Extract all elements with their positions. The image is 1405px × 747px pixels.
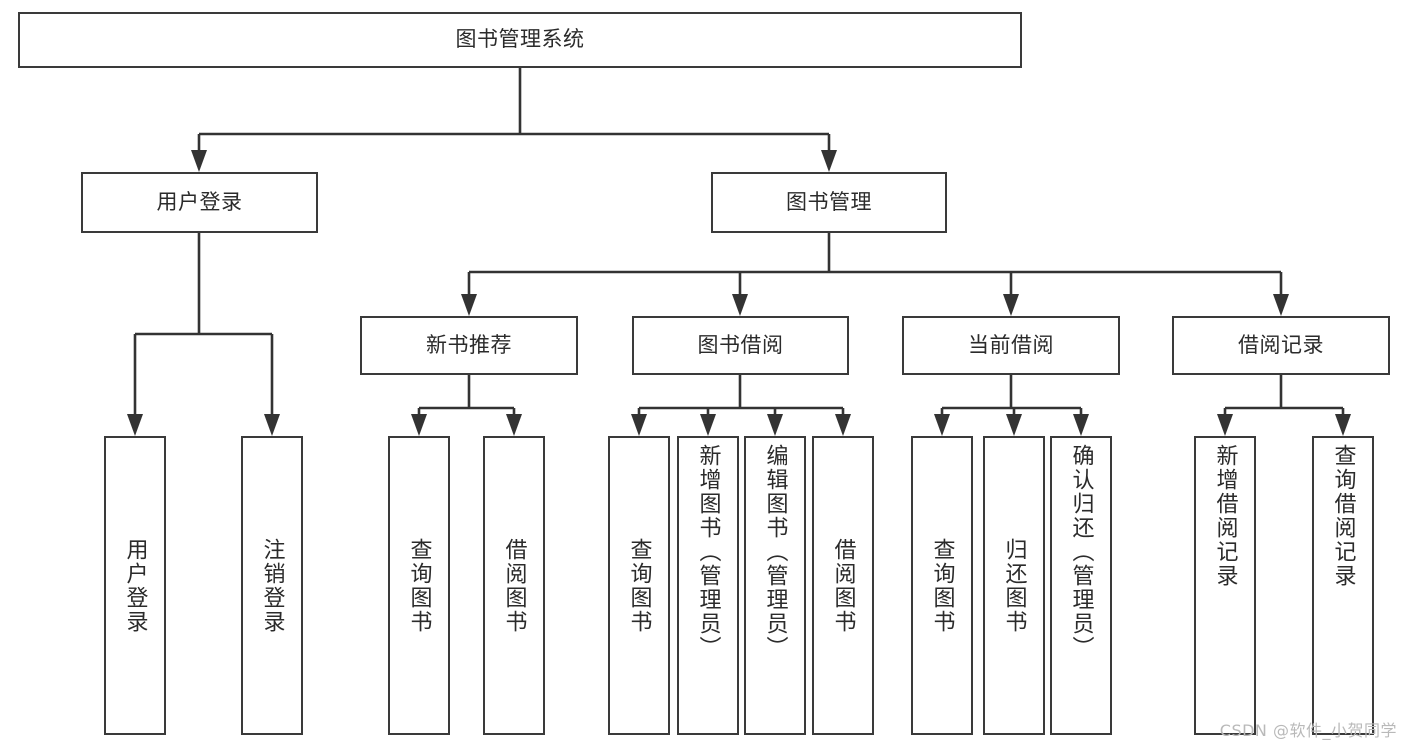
node-leaf-borrow-query[interactable]: 查询图书 [608,436,670,735]
connector-c-cur-a [934,408,950,436]
node-leaf-borrow-edit[interactable]: 编辑图书（管理员） [744,436,806,735]
connector-c-rec-a [411,408,427,436]
node-leaf-current-confirm[interactable]: 确认归还（管理员） [1050,436,1112,735]
node-label-leaf-record-add: 新增借阅记录 [1212,444,1238,588]
node-label-leaf-current-query: 查询图书 [929,537,955,634]
connector-c-cur-b [1006,408,1022,436]
node-label-current-borrow: 当前借阅 [968,332,1054,357]
connector-c-mgmt-a [461,272,477,316]
node-root[interactable]: 图书管理系统 [18,12,1022,68]
connector-c-mgmt-c [1003,272,1019,316]
connector-c-rcd-b [1335,408,1351,436]
node-label-leaf-current-confirm: 确认归还（管理员） [1068,444,1094,660]
connector-c-user-a [127,334,143,436]
node-label-user-login: 用户登录 [156,189,243,214]
node-leaf-user-logout[interactable]: 注销登录 [241,436,303,735]
connector-c-bor-d [835,408,851,436]
node-book-manage[interactable]: 图书管理 [711,172,947,233]
node-label-leaf-current-return: 归还图书 [1001,537,1027,634]
node-leaf-record-query[interactable]: 查询借阅记录 [1312,436,1374,735]
node-label-leaf-borrow-query: 查询图书 [626,537,652,634]
connector-c-rcd-a [1217,408,1233,436]
node-current-borrow[interactable]: 当前借阅 [902,316,1120,375]
node-label-leaf-recommend-borrow: 借阅图书 [501,537,527,634]
node-leaf-borrow-lend[interactable]: 借阅图书 [812,436,874,735]
node-label-new-book-recommend: 新书推荐 [426,332,512,357]
connector-c-bor-a [631,408,647,436]
connector-c-cur-c [1073,408,1089,436]
connector-c-mgmt-b [732,272,748,316]
node-leaf-recommend-query[interactable]: 查询图书 [388,436,450,735]
node-leaf-current-query[interactable]: 查询图书 [911,436,973,735]
node-label-leaf-record-query: 查询借阅记录 [1330,444,1356,588]
node-user-login[interactable]: 用户登录 [81,172,318,233]
node-label-leaf-user-login: 用户登录 [122,537,148,634]
node-leaf-borrow-add[interactable]: 新增图书（管理员） [677,436,739,735]
node-leaf-user-login[interactable]: 用户登录 [104,436,166,735]
node-borrow-record[interactable]: 借阅记录 [1172,316,1390,375]
node-new-book-recommend[interactable]: 新书推荐 [360,316,578,375]
node-label-leaf-borrow-add: 新增图书（管理员） [695,444,721,660]
node-label-book-borrow: 图书借阅 [697,332,784,357]
connector-c-rec-b [506,408,522,436]
connector-c-root-user-login [191,134,207,172]
node-label-leaf-borrow-edit: 编辑图书（管理员） [762,444,788,660]
connector-c-root-book-mgmt [821,134,837,172]
node-label-leaf-recommend-query: 查询图书 [406,537,432,634]
node-leaf-recommend-borrow[interactable]: 借阅图书 [483,436,545,735]
watermark-label: CSDN @软件_小贺同学 [1219,721,1397,740]
connector-c-mgmt-d [1273,272,1289,316]
connector-c-user-b [264,334,280,436]
node-label-book-manage: 图书管理 [786,189,872,214]
node-book-borrow[interactable]: 图书借阅 [632,316,849,375]
node-label-leaf-borrow-lend: 借阅图书 [830,537,856,634]
node-leaf-record-add[interactable]: 新增借阅记录 [1194,436,1256,735]
connector-c-bor-b [700,408,716,436]
node-label-leaf-user-logout: 注销登录 [259,537,285,634]
node-label-root: 图书管理系统 [455,27,585,52]
node-leaf-current-return[interactable]: 归还图书 [983,436,1045,735]
node-label-borrow-record: 借阅记录 [1238,332,1324,357]
connector-c-bor-c [767,408,783,436]
